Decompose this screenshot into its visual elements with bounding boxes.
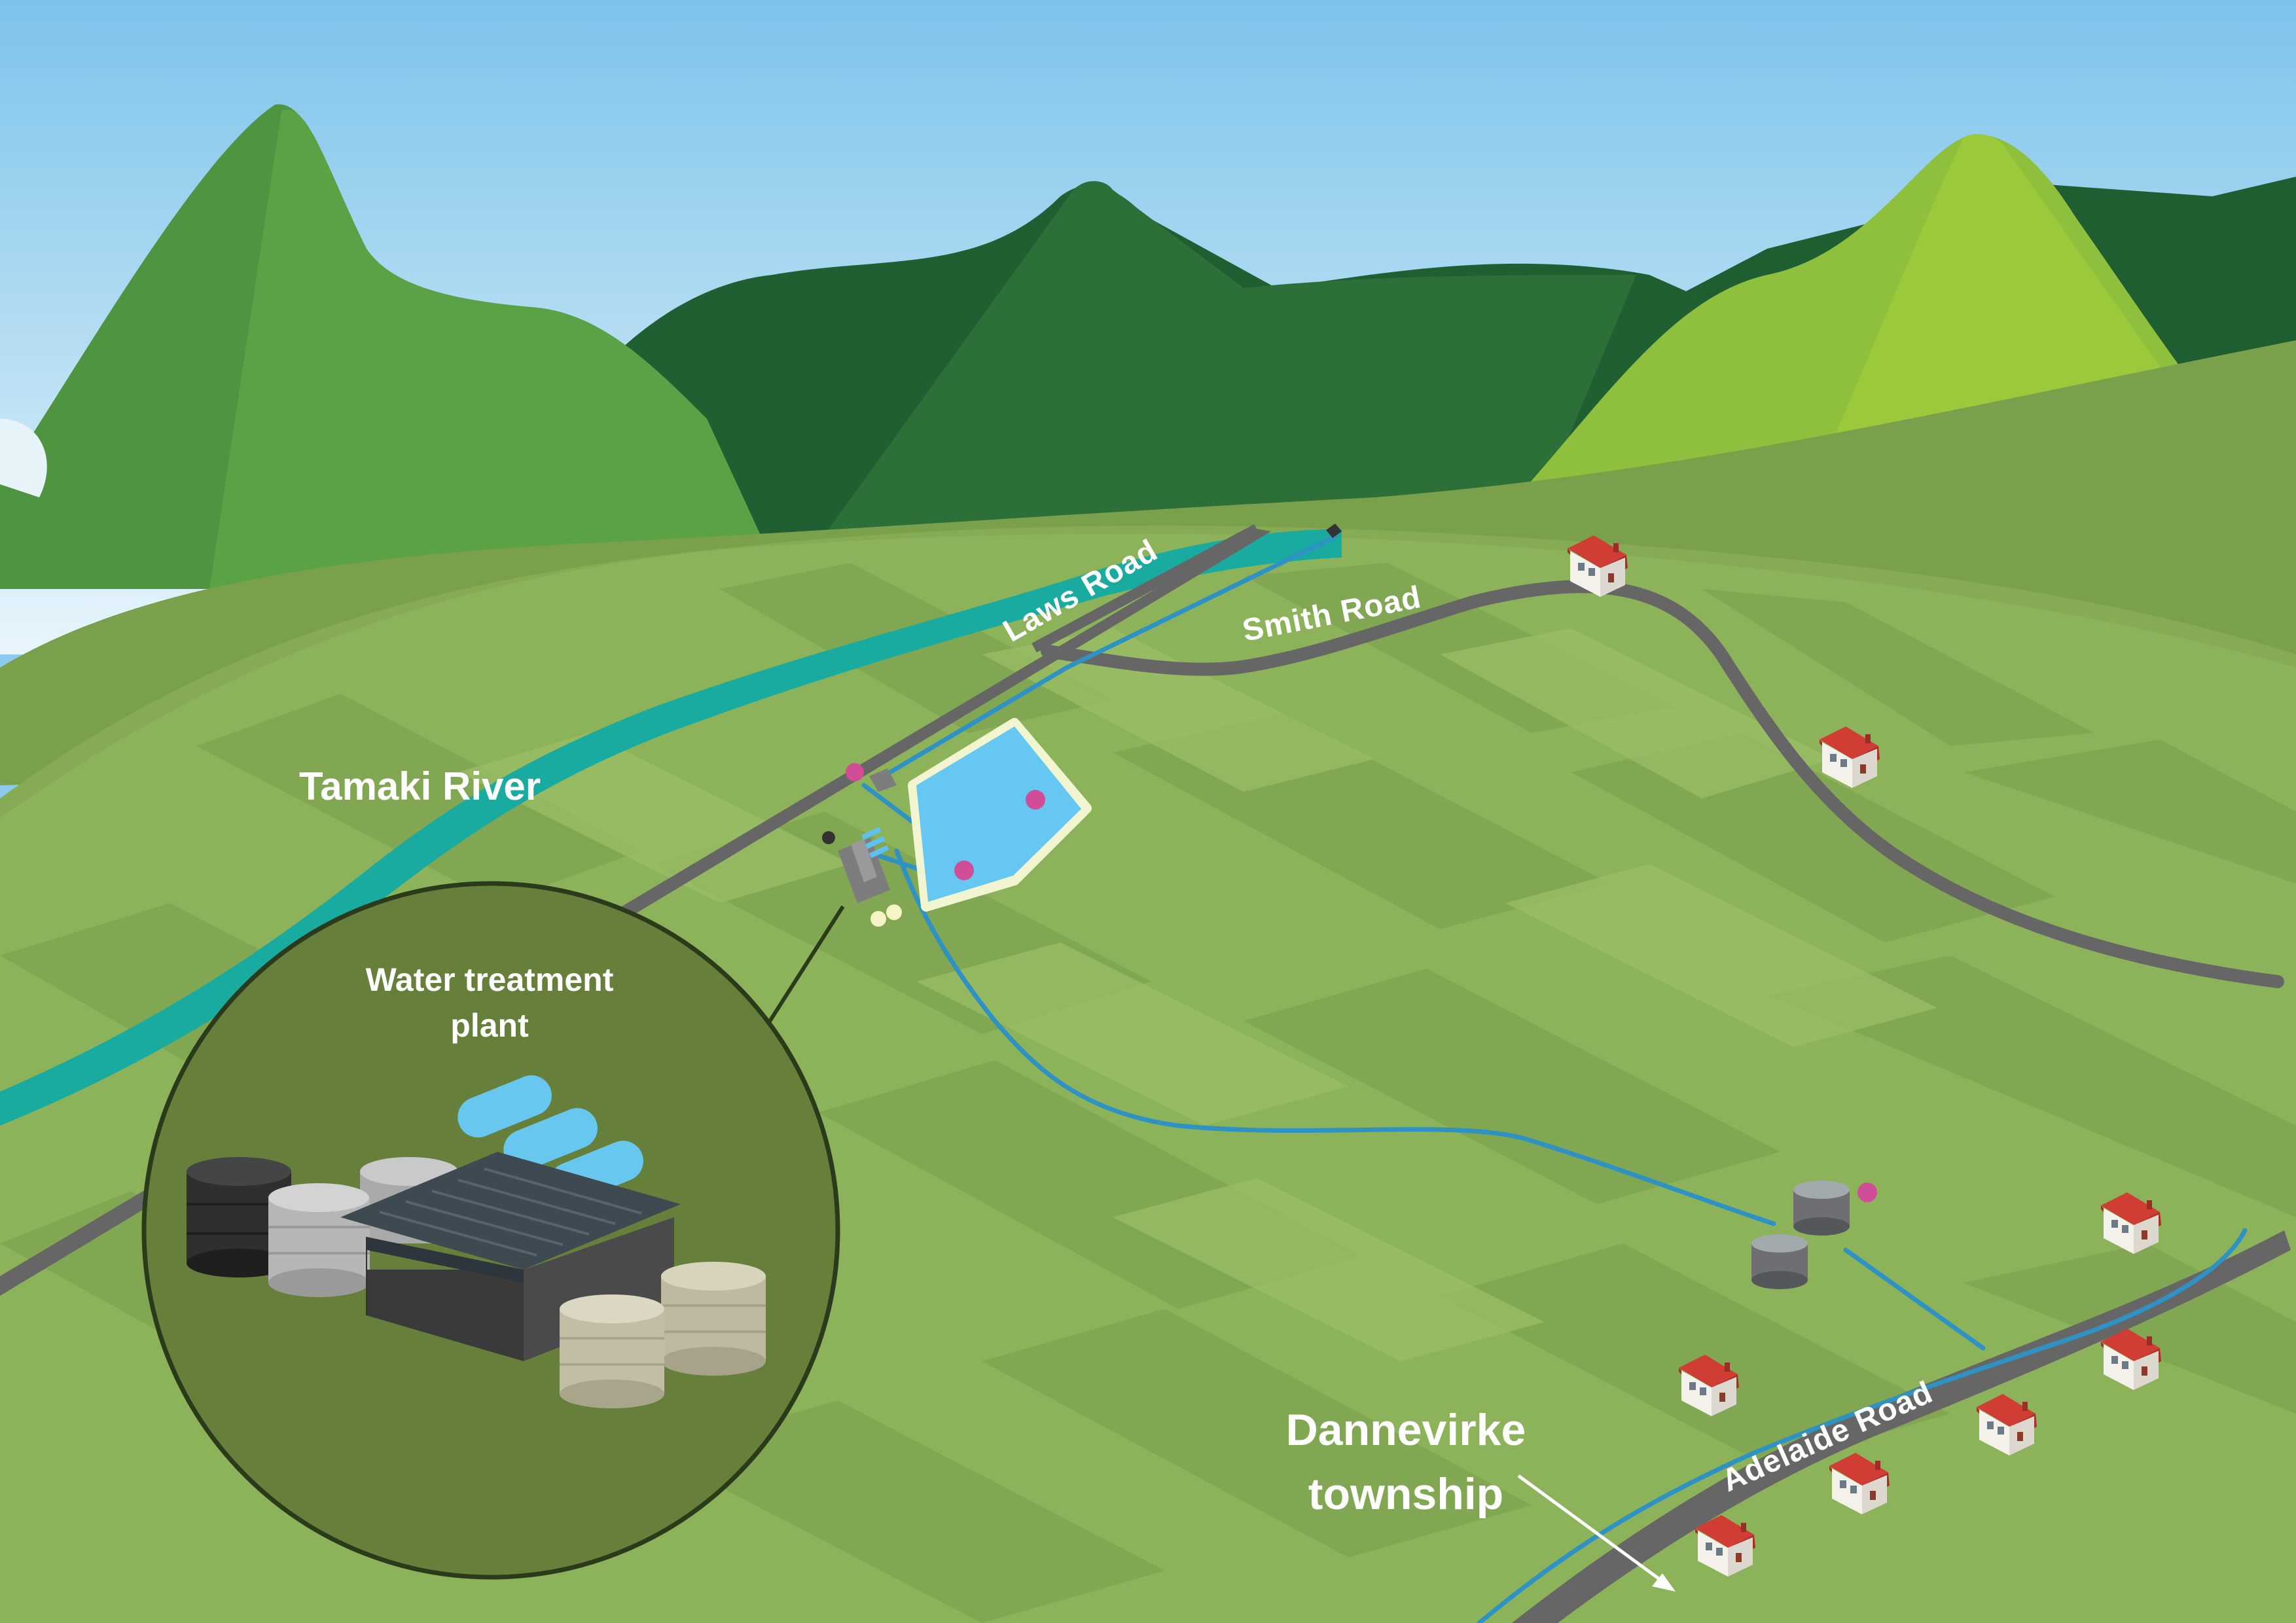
- river-label: Tamaki River: [299, 764, 541, 808]
- field-stripes-light: [458, 628, 1937, 1361]
- monitoring-point-marker: [1857, 1183, 1877, 1202]
- pipelines: [861, 534, 2248, 1623]
- township-arrow: [1517, 1474, 1676, 1592]
- monitoring-point-marker: [1026, 790, 1045, 810]
- monitoring-point-marker: [954, 861, 974, 880]
- township-label-line1: Dannevirke: [1286, 1405, 1526, 1455]
- storage-tanks: [1751, 1181, 1877, 1289]
- intake-box: [1326, 524, 1342, 538]
- beige-water-tanks: [560, 1262, 766, 1408]
- township-label-line2: township: [1308, 1469, 1503, 1519]
- plant-inset: Water treatment plant: [141, 881, 840, 1580]
- black-water-tank: [187, 1157, 291, 1277]
- reservoir: [908, 718, 1092, 912]
- plant-label-line1: Water treatment: [366, 961, 614, 998]
- smith-road: [1041, 580, 2284, 988]
- laws-road-upper: [1031, 524, 1259, 653]
- callout-connector: [764, 905, 845, 1029]
- plant-label-line2: plant: [450, 1007, 529, 1044]
- intake-structure: [846, 763, 897, 792]
- treatment-plant-map-icon: [822, 827, 902, 927]
